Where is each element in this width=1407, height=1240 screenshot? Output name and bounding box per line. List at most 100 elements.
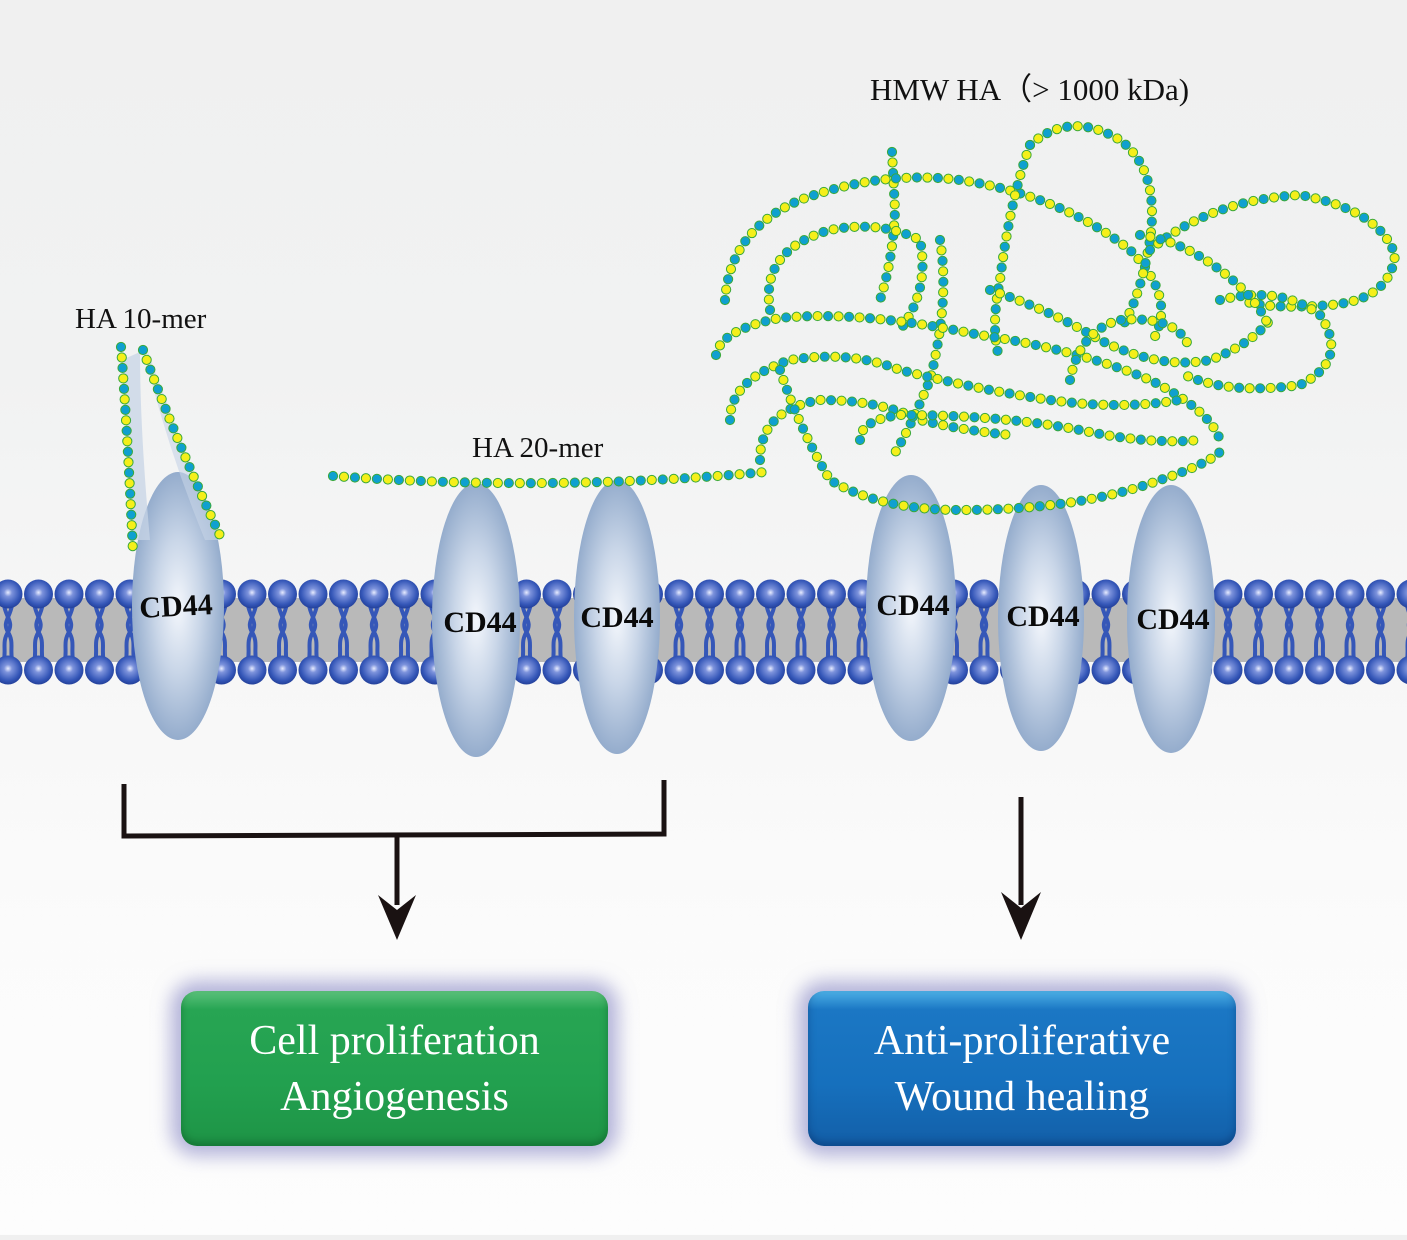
ha-bead [1191,357,1200,366]
lipid-head-outer [85,580,114,609]
ha-bead [1036,196,1045,205]
ha-bead [1063,122,1072,131]
ha-bead [1025,140,1034,149]
ha-bead [1376,226,1385,235]
lipid-head-inner [1214,656,1243,685]
ha-bead [1083,123,1092,132]
ha-bead [658,475,667,484]
ha-bead [809,231,818,240]
ha-bead [189,472,198,481]
ha-bead [965,177,974,186]
ha-bead [1119,346,1128,355]
ha-bead [972,505,981,514]
ha-bead [959,424,968,433]
ha-bead [1228,202,1237,211]
ha-bead [726,405,735,414]
ha-bead [1134,156,1143,165]
ha-bead [892,364,901,373]
ha-bead [1106,318,1115,327]
ha-bead [964,381,973,390]
ha-bead [122,426,131,435]
ha-bead [592,478,601,487]
lipid-head-inner [787,656,816,685]
ha-bead [878,402,887,411]
ha-bead [1162,397,1171,406]
signal-arrows [124,780,1041,940]
ha-bead [1142,374,1151,383]
ha-bead [1184,372,1193,381]
lipid-head-outer [726,580,755,609]
ha-bead [138,345,147,354]
ha-bead [730,255,739,264]
ha-bead [775,365,784,374]
ha-bead [724,471,733,480]
ha-bead [1168,323,1177,332]
ha-bead [1168,471,1177,480]
ha-bead [1321,360,1330,369]
ha-bead [1215,448,1224,457]
ha-bead [858,426,867,435]
ha-bead [1147,436,1156,445]
ha-bead [1071,355,1080,364]
ha-bead [1202,414,1211,423]
ha-bead [120,395,129,404]
ha-bead [1203,257,1212,266]
lipid-head-outer [1092,580,1121,609]
ha-bead [855,313,864,322]
ha-bead [173,433,182,442]
ha-bead [862,356,871,365]
ha-bead [941,505,950,514]
ha-bead [735,470,744,479]
ha-bead [1078,399,1087,408]
ha-bead [771,208,780,217]
ha-bead [1277,383,1286,392]
ha-bead [761,317,770,326]
ha-bead [581,478,590,487]
ha-bead [995,387,1004,396]
ha-bead [884,262,893,271]
ha-bead [1280,192,1289,201]
ha-bead [847,397,856,406]
ha-bead [1256,326,1265,335]
ha-bead [1127,247,1136,256]
ha-bead [1120,400,1129,409]
ha-bead [891,447,900,456]
cd44-label: CD44 [580,601,653,634]
ha-bead [889,499,898,508]
ha-bead [1072,322,1081,331]
ha-bead [938,256,947,265]
ha-bead [1045,199,1054,208]
lipid-head-outer [268,580,297,609]
ha-bead [1148,316,1157,325]
ha-bead [1115,433,1124,442]
ha-bead [1298,300,1307,309]
ha-bead [702,472,711,481]
ha-bead [1019,160,1028,169]
ha-bead [812,452,821,461]
ha-bead [1087,494,1096,503]
ha-bead [913,293,922,302]
ha-bead [1063,318,1072,327]
ha-bead [1235,383,1244,392]
ha-bead [870,176,879,185]
ha-bead [117,353,126,362]
ha-bead [1158,475,1167,484]
ha-bead [1015,391,1024,400]
lipid-head-inner [665,656,694,685]
ha-bead [1211,353,1220,362]
ha-bead [959,327,968,336]
ha-bead [1155,291,1164,300]
ha-bead [1138,269,1147,278]
ha-bead [865,314,874,323]
ha-bead [1239,339,1248,348]
lipid-head-outer [695,580,724,609]
ha-bead [909,503,918,512]
ha-bead [157,394,166,403]
ha-bead [993,346,1002,355]
ha-bead [980,427,989,436]
ha-bead [1001,415,1010,424]
lipid-head-outer [817,580,846,609]
ha-bead [1056,499,1065,508]
ha-bead [826,396,835,405]
ha-bead [118,363,127,372]
